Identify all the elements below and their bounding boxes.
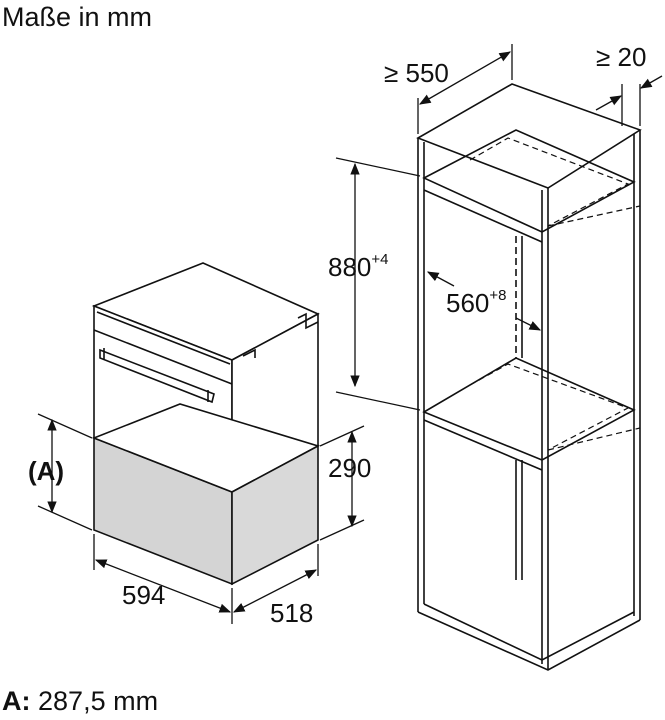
- niche-width-tolerance: +8: [489, 287, 507, 304]
- appliance-depth-label: 518: [270, 598, 314, 628]
- diagram-title: Maße in mm: [2, 2, 153, 32]
- dimension-lines: [37, 44, 663, 624]
- footer-value: 287,5 mm: [38, 686, 159, 716]
- niche-width-label: 560+8: [446, 287, 507, 318]
- rear-gap-label: ≥ 20: [596, 42, 647, 72]
- appliance-width-label: 594: [122, 580, 166, 610]
- niche-height-label: 880+4: [328, 251, 389, 282]
- footer-note: A: 287,5 mm: [2, 686, 158, 717]
- warming-drawer: [91, 403, 321, 586]
- niche-height-value: 880: [328, 252, 372, 282]
- drawer-height-label: 290: [328, 453, 372, 483]
- niche-height-tolerance: +4: [371, 251, 389, 268]
- tall-cabinet: [416, 83, 642, 671]
- niche-width-value: 560: [446, 288, 490, 318]
- cabinet-depth-label: ≥ 550: [384, 58, 449, 88]
- drawer-height-key-label: (A): [28, 456, 65, 486]
- footer-key: A:: [2, 686, 31, 716]
- hidden-edges: [469, 137, 641, 451]
